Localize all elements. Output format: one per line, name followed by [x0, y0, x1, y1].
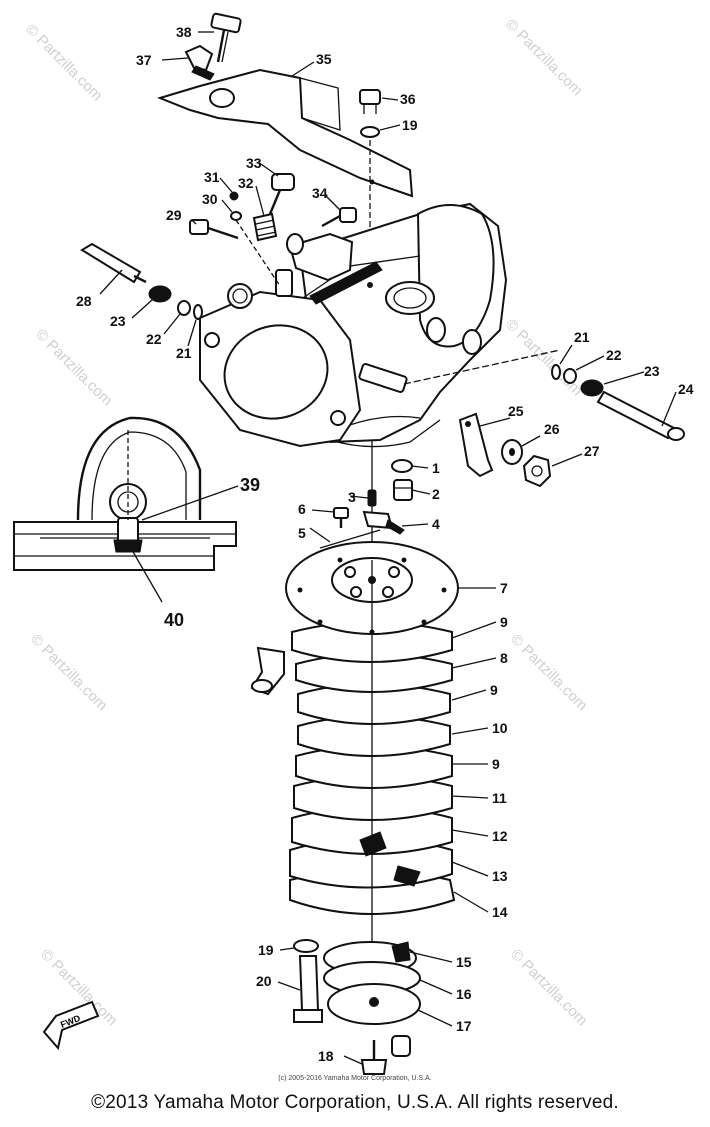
bolt-18 — [360, 1040, 388, 1075]
callout-27: 27 — [584, 443, 600, 459]
washer-26 — [501, 439, 523, 465]
callout-22-right: 22 — [606, 347, 622, 363]
nut-27 — [522, 454, 552, 488]
watermark: © Partzilla.com — [32, 326, 115, 409]
inset-detail — [13, 416, 237, 571]
watermark: © Partzilla.com — [27, 631, 110, 714]
callout-labels: 38 37 35 36 19 33 31 32 30 34 29 28 23 2… — [76, 24, 694, 1064]
callout-1: 1 — [432, 460, 440, 476]
callout-23-left: 23 — [110, 313, 126, 329]
callout-38: 38 — [176, 24, 192, 40]
callout-2: 2 — [432, 486, 440, 502]
diaphragm-stack — [285, 541, 459, 1000]
screw-6 — [333, 507, 349, 528]
spring-23-left — [148, 285, 172, 303]
callout-22-left: 22 — [146, 331, 162, 347]
bolt-20 — [293, 955, 323, 1023]
flange-plate — [199, 290, 362, 448]
screw-38-top — [210, 12, 242, 63]
callout-13: 13 — [492, 868, 508, 884]
callout-14: 14 — [492, 904, 508, 920]
callout-4: 4 — [432, 516, 440, 532]
washer-19-bottom — [293, 939, 319, 953]
callout-24: 24 — [678, 381, 694, 397]
washer-22-right — [563, 368, 577, 384]
callout-16: 16 — [456, 986, 472, 1002]
oring-21-right — [551, 364, 561, 380]
needle-valve-2 — [393, 479, 413, 501]
elbow-fitting — [250, 646, 285, 696]
callout-8: 8 — [500, 650, 508, 666]
leader-lines — [99, 31, 677, 1065]
callout-10: 10 — [492, 720, 508, 736]
callout-7: 7 — [500, 580, 508, 596]
callout-39: 39 — [240, 475, 260, 495]
callout-9-a: 9 — [500, 614, 508, 630]
lever-25 — [458, 412, 494, 478]
callout-29: 29 — [166, 207, 182, 223]
bottom-cover-15-17 — [323, 941, 421, 1057]
oring-21-left — [193, 304, 203, 320]
watermark: © Partzilla.com — [22, 21, 105, 104]
callout-9-b: 9 — [490, 682, 498, 698]
callout-21-left: 21 — [176, 345, 192, 361]
pilot-screw-24 — [596, 390, 685, 441]
callout-12: 12 — [492, 828, 508, 844]
washer-22-left — [177, 300, 191, 316]
callout-5: 5 — [298, 525, 306, 541]
watermark: © Partzilla.com — [502, 16, 585, 99]
callout-19: 19 — [402, 117, 418, 133]
clip-37 — [184, 44, 215, 81]
callout-23-right: 23 — [644, 363, 660, 379]
callout-36: 36 — [400, 91, 416, 107]
callout-20: 20 — [256, 973, 272, 989]
callout-6: 6 — [298, 501, 306, 517]
callout-35: 35 — [316, 51, 332, 67]
washer-30-31 — [229, 191, 281, 287]
bracket-35 — [156, 68, 414, 198]
callout-33: 33 — [246, 155, 262, 171]
pin-5 — [319, 529, 381, 549]
screw-29 — [189, 219, 239, 240]
gasket-1 — [391, 459, 413, 473]
callout-30: 30 — [202, 191, 218, 207]
screw-34 — [321, 207, 357, 228]
callout-28: 28 — [76, 293, 92, 309]
callout-17: 17 — [456, 1018, 472, 1034]
pilot-screw-28 — [80, 242, 147, 284]
copyright-main: ©2013 Yamaha Motor Corporation, U.S.A. A… — [91, 1092, 619, 1113]
callout-19-bottom: 19 — [258, 942, 274, 958]
watermark: © Partzilla.com — [507, 946, 590, 1029]
callout-40: 40 — [164, 610, 184, 630]
screw-33 — [268, 173, 295, 215]
lever-4 — [362, 510, 405, 535]
bolt-36 — [359, 89, 381, 290]
spring-32 — [252, 212, 278, 242]
callout-15: 15 — [456, 954, 472, 970]
fwd-arrow: FWD — [42, 1000, 100, 1051]
callout-18: 18 — [318, 1048, 334, 1064]
watermark: © Partzilla.com — [507, 631, 590, 714]
callout-31: 31 — [204, 169, 220, 185]
callout-21-right: 21 — [574, 329, 590, 345]
spring-23-right — [580, 379, 604, 397]
callout-34: 34 — [312, 185, 328, 201]
callout-9-c: 9 — [492, 756, 500, 772]
callout-25: 25 — [508, 403, 524, 419]
shaft-right — [358, 349, 561, 393]
callout-37: 37 — [136, 52, 152, 68]
callout-11: 11 — [492, 790, 507, 806]
callout-3: 3 — [348, 489, 356, 505]
callout-32: 32 — [238, 175, 254, 191]
throttle-lever — [227, 232, 383, 309]
callout-26: 26 — [544, 421, 560, 437]
copyright-small: (c) 2005-2016 Yamaha Motor Corporation, … — [278, 1075, 432, 1082]
spring-3 — [367, 489, 377, 507]
